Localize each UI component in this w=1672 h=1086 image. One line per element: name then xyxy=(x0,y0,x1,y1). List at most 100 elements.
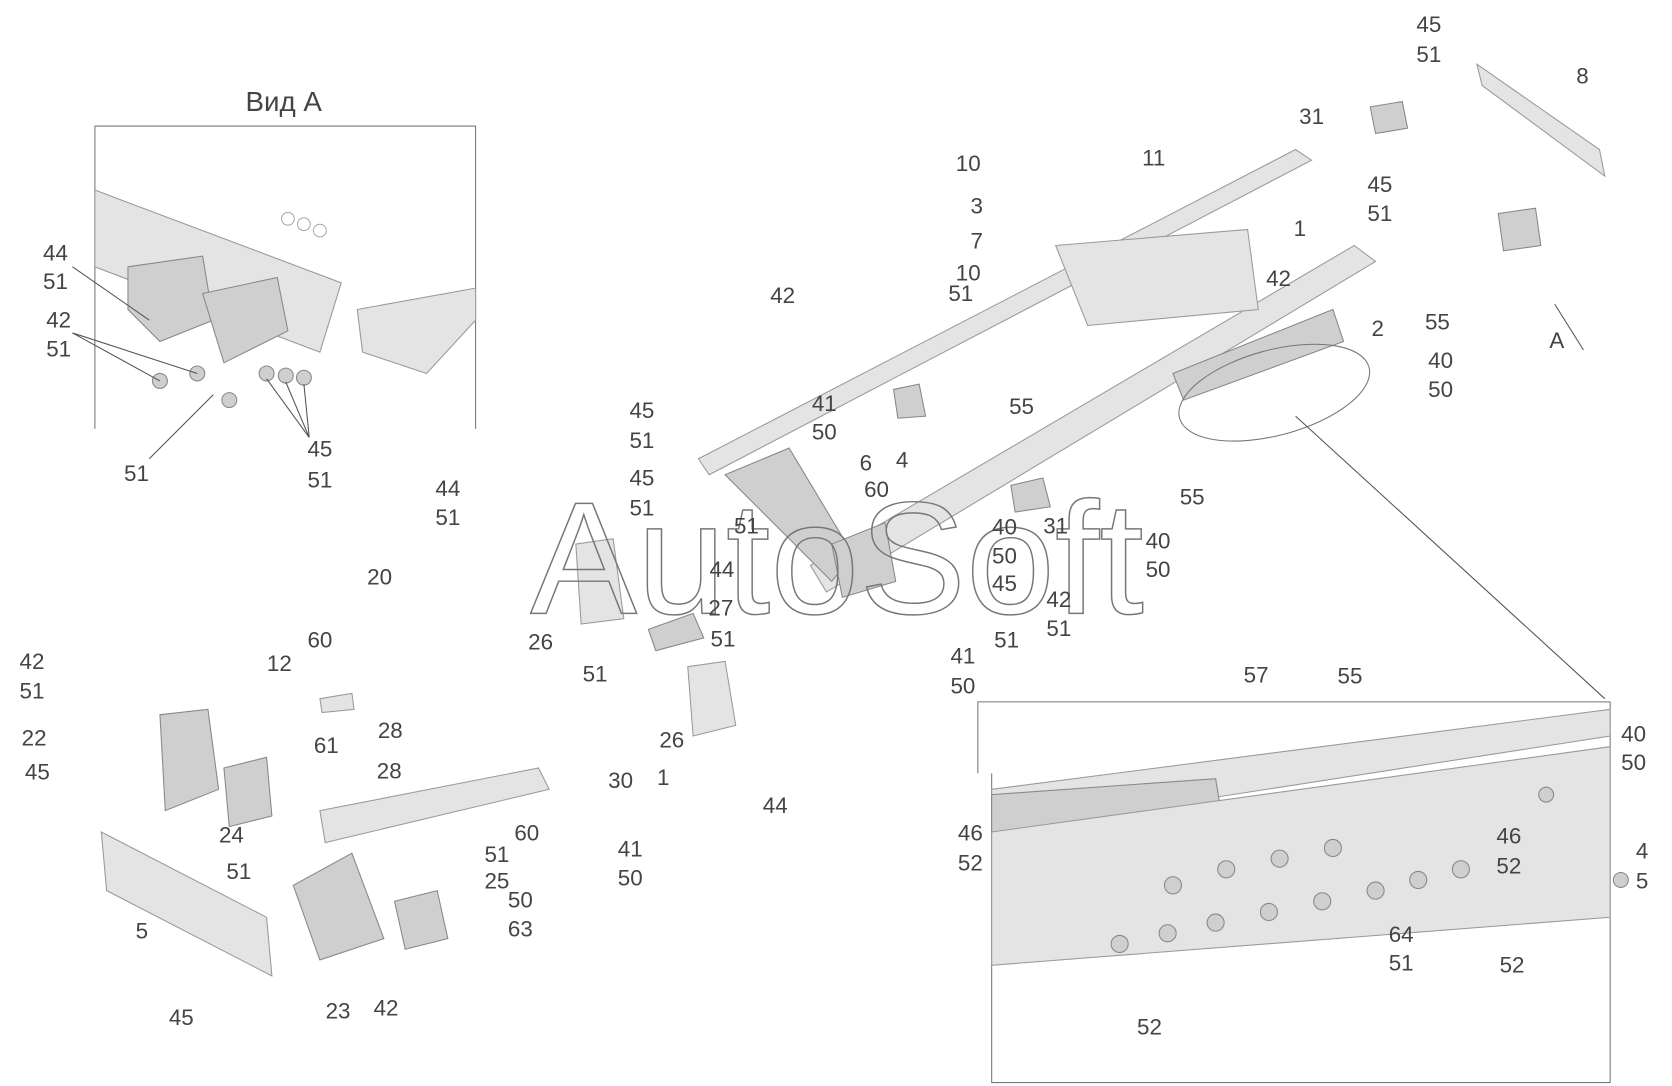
callout: 10 xyxy=(956,261,981,286)
bolt-row xyxy=(1110,786,1629,954)
callout: 28 xyxy=(378,718,403,743)
callout: 51 xyxy=(994,628,1019,653)
callout: 45 xyxy=(1416,12,1441,37)
view-a-inset xyxy=(72,125,477,460)
callout: 40 xyxy=(1146,528,1171,553)
callout: 2 xyxy=(1371,316,1383,341)
callout: 44 xyxy=(763,793,788,818)
watermark: AutoSoft xyxy=(530,468,1144,647)
callout: 46 xyxy=(1496,824,1521,849)
callout: 45 xyxy=(307,437,332,462)
callout: 45 xyxy=(992,571,1017,596)
callout: 50 xyxy=(1146,557,1171,582)
callout: 27 xyxy=(708,596,733,621)
callout: 50 xyxy=(812,420,837,445)
callout: 64 xyxy=(1389,922,1414,947)
callout: 52 xyxy=(1500,953,1525,978)
callout: 30 xyxy=(608,768,633,793)
callout: 50 xyxy=(508,888,533,913)
callout: 51 xyxy=(226,859,251,884)
callout: 51 xyxy=(734,513,759,538)
detail-inset xyxy=(977,701,1629,1084)
callout: 60 xyxy=(514,821,539,846)
callout: 51 xyxy=(1046,616,1071,641)
callout: 42 xyxy=(46,308,71,333)
callout: 8 xyxy=(1576,63,1588,88)
callout: 55 xyxy=(1180,485,1205,510)
callout: 51 xyxy=(1367,201,1392,226)
callout: 42 xyxy=(770,283,795,308)
callout: A xyxy=(1549,328,1564,353)
callout: 44 xyxy=(709,557,734,582)
callout-labels: 44 51 42 51 51 45 51 45 51 8 31 45 51 10… xyxy=(20,12,1649,1039)
callout: 11 xyxy=(1142,146,1165,171)
callout: 24 xyxy=(219,823,244,848)
callout: 52 xyxy=(958,850,983,875)
callout: 50 xyxy=(992,543,1017,568)
callout: 20 xyxy=(367,565,392,590)
callout: 41 xyxy=(812,391,837,416)
callout: 23 xyxy=(326,999,351,1024)
callout: 51 xyxy=(1416,42,1441,67)
callout: 50 xyxy=(1428,377,1453,402)
callout: 52 xyxy=(1137,1015,1162,1040)
callout: 28 xyxy=(377,759,402,784)
callout: 7 xyxy=(971,229,983,254)
callout: 45 xyxy=(169,1005,194,1030)
callout: 10 xyxy=(956,151,981,176)
callout: 61 xyxy=(314,733,339,758)
callout: 51 xyxy=(948,281,973,306)
callout: 60 xyxy=(864,477,889,502)
callout: 31 xyxy=(1299,104,1324,129)
frame-assembly xyxy=(100,62,1606,977)
callout: 12 xyxy=(267,651,292,676)
callout: 6 xyxy=(860,450,872,475)
callout: 41 xyxy=(618,837,643,862)
callout: 1 xyxy=(657,765,669,790)
callout: 42 xyxy=(20,649,45,674)
callout: 55 xyxy=(1425,310,1450,335)
callout: 4 xyxy=(1636,839,1648,864)
callout: 31 xyxy=(1043,513,1068,538)
view-a-title: Вид А xyxy=(245,86,322,117)
callout: 26 xyxy=(659,728,684,753)
callout: 51 xyxy=(307,468,332,493)
callout: 51 xyxy=(46,336,71,361)
callout: 46 xyxy=(958,821,983,846)
callout: 4 xyxy=(896,447,908,472)
callout: 22 xyxy=(22,726,47,751)
callout: 40 xyxy=(1621,721,1646,746)
callout: 51 xyxy=(583,662,608,687)
callout: 51 xyxy=(435,505,460,530)
callout: 50 xyxy=(618,865,643,890)
callout: 52 xyxy=(1496,854,1521,879)
callout: 55 xyxy=(1338,664,1363,689)
callout: 42 xyxy=(1046,587,1071,612)
callout: 51 xyxy=(20,679,45,704)
callout: 41 xyxy=(950,643,975,668)
callout: 60 xyxy=(307,628,332,653)
callout: 5 xyxy=(1636,868,1648,893)
callout: 51 xyxy=(1389,951,1414,976)
callout: 1 xyxy=(1294,216,1306,241)
callout: 57 xyxy=(1244,663,1269,688)
callout: 51 xyxy=(124,461,149,486)
callout: 50 xyxy=(950,673,975,698)
callout: 3 xyxy=(971,194,983,219)
callout: 45 xyxy=(629,398,654,423)
callout: 51 xyxy=(629,495,654,520)
callout: 44 xyxy=(435,476,460,501)
callout: 44 xyxy=(43,240,68,265)
callout: 63 xyxy=(508,916,533,941)
callout: 51 xyxy=(484,842,509,867)
callout: 45 xyxy=(1367,172,1392,197)
callout: 45 xyxy=(25,760,50,785)
callout: 45 xyxy=(629,465,654,490)
callout: 42 xyxy=(374,995,399,1020)
callout: 25 xyxy=(484,868,509,893)
callout: 55 xyxy=(1009,394,1034,419)
callout: 40 xyxy=(992,514,1017,539)
callout: 50 xyxy=(1621,750,1646,775)
callout: 51 xyxy=(43,269,68,294)
